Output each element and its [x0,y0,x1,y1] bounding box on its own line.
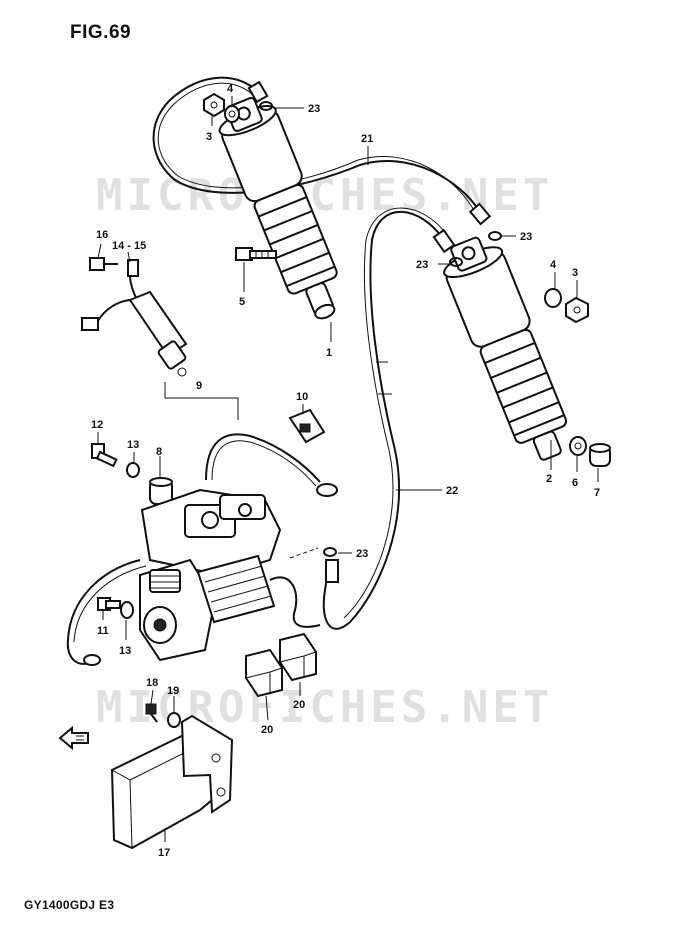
callout-11: 11 [97,625,109,637]
o-ring-23-top [259,101,273,111]
callout-9: 9 [196,380,202,392]
callout-16: 16 [96,229,108,241]
o-ring-23-lower [323,547,337,557]
shock-absorber-2 [443,236,568,461]
callout-23-top: 23 [308,103,320,115]
callout-13-bottom: 13 [119,645,131,657]
callout-23-lower: 23 [356,548,368,560]
hose-22 [322,210,445,630]
callout-20-right: 20 [293,699,305,711]
washer-19 [167,712,181,728]
callout-20-left: 20 [261,724,273,736]
bolt-5 [235,247,277,261]
washer-13-bottom [120,601,134,619]
callout-12: 12 [91,419,103,431]
callout-22: 22 [446,485,458,497]
front-arrow-icon [58,725,89,751]
screw-18 [145,703,158,723]
callout-1: 1 [326,347,332,359]
callout-7: 7 [594,487,600,499]
callout-4-left: 4 [227,83,234,95]
bolt-11 [97,597,121,611]
callout-5: 5 [239,296,245,308]
air-compressor-assembly [66,488,321,666]
callout-10: 10 [296,391,308,403]
callout-19: 19 [167,685,179,697]
o-ring-23-mid [488,231,502,241]
callout-17: 17 [158,847,170,859]
callout-6: 6 [572,477,578,489]
control-unit-17 [110,714,234,850]
nut-3-right [565,296,589,324]
bracket-10 [288,408,326,444]
callout-8: 8 [156,446,162,458]
washer-4-right [544,288,562,308]
damper-8 [149,477,173,505]
callout-3-left: 3 [206,131,212,143]
callout-4-right: 4 [550,259,557,271]
callout-18: 18 [146,677,158,689]
bolt-12 [91,443,118,468]
callout-23-mid: 23 [520,231,532,243]
figure-title: FIG.69 [70,22,132,43]
washer-4-left [224,105,240,123]
callout-21: 21 [361,133,373,145]
callout-13-top: 13 [127,439,139,451]
washer-6 [569,436,587,456]
callout-3-right: 3 [572,267,578,279]
model-code: GY1400GDJ E3 [24,898,115,912]
hose-21 [152,76,481,213]
washer-13-top [126,462,140,478]
clip-16 [89,257,118,271]
cap-nut-7 [589,443,611,467]
callout-14-15: 14 - 15 [112,240,146,252]
relay-20-left [245,648,283,698]
shock-absorber-1 [218,97,338,320]
o-ring-23-right [449,257,463,267]
height-sensor-14-15 [81,259,188,377]
relay-20-right [279,632,317,682]
nut-3-left [203,92,225,118]
callout-2: 2 [546,473,552,485]
callout-23-right: 23 [416,259,428,271]
